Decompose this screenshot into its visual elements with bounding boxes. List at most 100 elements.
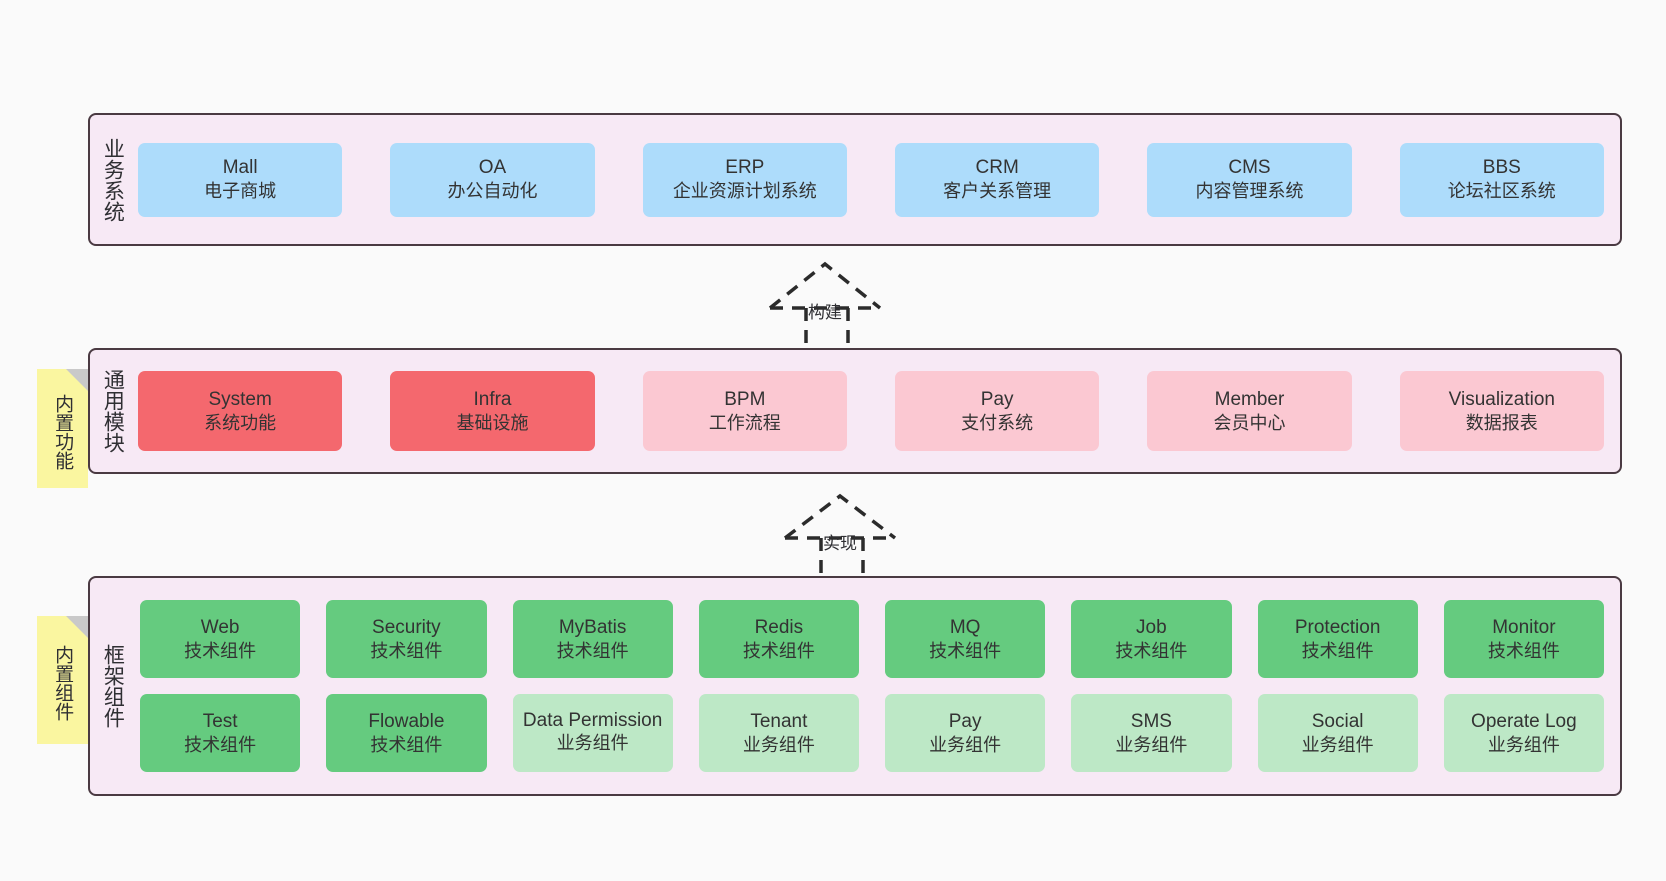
connector-implement-shape: [783, 493, 897, 580]
card-operate-log[interactable]: Operate Log 业务组件: [1443, 694, 1604, 772]
card-crm[interactable]: CRM 客户关系管理: [894, 142, 1100, 217]
card-pay-component-title: Pay: [948, 710, 982, 732]
card-redis[interactable]: Redis 技术组件: [698, 600, 859, 678]
card-data-permission-title: Data Permission: [522, 710, 663, 732]
card-social-title: Social: [1311, 710, 1364, 732]
card-job-subtitle: 技术组件: [1115, 640, 1188, 661]
card-mall-subtitle: 电子商城: [204, 181, 277, 202]
card-mybatis-subtitle: 技术组件: [556, 640, 629, 661]
card-crm-title: CRM: [975, 157, 1019, 179]
card-bbs[interactable]: BBS 论坛社区系统: [1399, 142, 1604, 217]
card-monitor-subtitle: 技术组件: [1487, 640, 1560, 661]
card-mybatis-title: MyBatis: [558, 616, 627, 638]
card-mq-title: MQ: [949, 616, 981, 638]
layer-title-business-systems: 业务系统: [101, 137, 125, 222]
card-bbs-subtitle: 论坛社区系统: [1447, 181, 1556, 202]
card-monitor-title: Monitor: [1492, 616, 1556, 638]
card-data-permission-subtitle: 业务组件: [556, 733, 629, 754]
card-sms-title: SMS: [1130, 710, 1172, 732]
card-flowable-title: Flowable: [368, 710, 445, 732]
card-security-subtitle: 技术组件: [370, 640, 443, 661]
card-social-subtitle: 业务组件: [1301, 734, 1374, 755]
card-security[interactable]: Security 技术组件: [326, 600, 487, 678]
note-builtin-components-text: 内置组件: [52, 645, 74, 721]
card-data-permission[interactable]: Data Permission 业务组件: [512, 694, 673, 772]
card-pay-module[interactable]: Pay 支付系统: [894, 371, 1100, 451]
card-tenant-subtitle: 业务组件: [742, 734, 815, 755]
layer-title-common-modules: 通用模块: [101, 369, 125, 453]
card-bbs-title: BBS: [1482, 157, 1521, 179]
card-protection-subtitle: 技术组件: [1301, 640, 1374, 661]
card-member[interactable]: Member 会员中心: [1147, 371, 1352, 451]
card-infra-title: Infra: [473, 388, 512, 410]
layer-framework-components: 框架组件 Web 技术组件 Security 技术组件 MyBatis 技术组件…: [88, 576, 1622, 796]
card-redis-subtitle: 技术组件: [742, 640, 815, 661]
card-erp-subtitle: 企业资源计划系统: [672, 181, 817, 202]
card-pay-component[interactable]: Pay 业务组件: [885, 694, 1046, 772]
layer-boxes-framework-components: Web 技术组件 Security 技术组件 MyBatis 技术组件 Redi…: [134, 578, 1620, 794]
card-cms-title: CMS: [1228, 157, 1271, 179]
card-mall-title: Mall: [222, 157, 258, 179]
card-flowable[interactable]: Flowable 技术组件: [326, 694, 487, 772]
card-visualization-subtitle: 数据报表: [1465, 412, 1538, 433]
card-pay-module-subtitle: 支付系统: [961, 412, 1034, 433]
card-visualization[interactable]: Visualization 数据报表: [1399, 371, 1604, 451]
connector-implement: 实现: [775, 490, 925, 580]
card-system-title: System: [208, 388, 272, 410]
card-test-subtitle: 技术组件: [184, 734, 257, 755]
card-erp-title: ERP: [725, 157, 765, 179]
card-cms[interactable]: CMS 内容管理系统: [1147, 142, 1352, 217]
connector-implement-label: 实现: [823, 534, 857, 553]
card-sms-subtitle: 业务组件: [1115, 734, 1188, 755]
card-mall[interactable]: Mall 电子商城: [138, 142, 343, 217]
framework-row-technical: Web 技术组件 Security 技术组件 MyBatis 技术组件 Redi…: [140, 600, 1604, 678]
note-fold-corner-icon-2: [66, 616, 88, 638]
card-monitor[interactable]: Monitor 技术组件: [1443, 600, 1604, 678]
card-mq[interactable]: MQ 技术组件: [885, 600, 1046, 678]
card-infra[interactable]: Infra 基础设施: [390, 371, 595, 451]
connector-build: 构建: [760, 256, 910, 351]
card-security-title: Security: [372, 616, 441, 638]
card-operate-log-subtitle: 业务组件: [1487, 734, 1560, 755]
layer-boxes-common-modules: System 系统功能 Infra 基础设施 BPM 工作流程 Pay 支付系统…: [134, 350, 1620, 472]
layer-boxes-business-systems: Mall 电子商城 OA 办公自动化 ERP 企业资源计划系统 CRM 客户关系…: [134, 115, 1620, 244]
card-test[interactable]: Test 技术组件: [140, 694, 301, 772]
card-erp[interactable]: ERP 企业资源计划系统: [642, 142, 847, 217]
card-pay-component-subtitle: 业务组件: [929, 734, 1002, 755]
card-bpm-title: BPM: [724, 388, 766, 410]
card-sms[interactable]: SMS 业务组件: [1071, 694, 1232, 772]
card-bpm[interactable]: BPM 工作流程: [642, 371, 847, 451]
card-social[interactable]: Social 业务组件: [1257, 694, 1418, 772]
card-web[interactable]: Web 技术组件: [140, 600, 301, 678]
card-redis-title: Redis: [754, 616, 804, 638]
note-builtin-components: 内置组件: [37, 616, 88, 744]
card-visualization-title: Visualization: [1448, 388, 1555, 410]
card-oa[interactable]: OA 办公自动化: [390, 142, 595, 217]
card-mybatis[interactable]: MyBatis 技术组件: [512, 600, 673, 678]
card-job-title: Job: [1136, 616, 1167, 638]
card-tenant[interactable]: Tenant 业务组件: [698, 694, 859, 772]
card-web-subtitle: 技术组件: [184, 640, 257, 661]
layer-title-framework-components: 框架组件: [101, 644, 125, 728]
card-job[interactable]: Job 技术组件: [1071, 600, 1232, 678]
layer-business-systems: 业务系统 Mall 电子商城 OA 办公自动化 ERP 企业资源计划系统 CRM…: [88, 113, 1622, 246]
card-system-subtitle: 系统功能: [204, 412, 277, 433]
framework-row-business: Test 技术组件 Flowable 技术组件 Data Permission …: [140, 694, 1604, 772]
card-cms-subtitle: 内容管理系统: [1195, 181, 1304, 202]
card-protection-title: Protection: [1294, 616, 1381, 638]
card-member-title: Member: [1214, 388, 1285, 410]
card-infra-subtitle: 基础设施: [456, 412, 529, 433]
card-member-subtitle: 会员中心: [1213, 412, 1286, 433]
card-tenant-title: Tenant: [750, 710, 808, 732]
card-system[interactable]: System 系统功能: [138, 371, 343, 451]
connector-build-shape: [768, 261, 882, 351]
card-protection[interactable]: Protection 技术组件: [1257, 600, 1418, 678]
connector-build-label: 构建: [808, 303, 842, 322]
card-pay-module-title: Pay: [980, 388, 1014, 410]
card-bpm-subtitle: 工作流程: [708, 412, 781, 433]
layer-common-modules: 通用模块 System 系统功能 Infra 基础设施 BPM 工作流程 Pay…: [88, 348, 1622, 474]
note-builtin-features: 内置功能: [37, 369, 88, 488]
note-builtin-features-text: 内置功能: [52, 393, 74, 470]
card-mq-subtitle: 技术组件: [929, 640, 1002, 661]
